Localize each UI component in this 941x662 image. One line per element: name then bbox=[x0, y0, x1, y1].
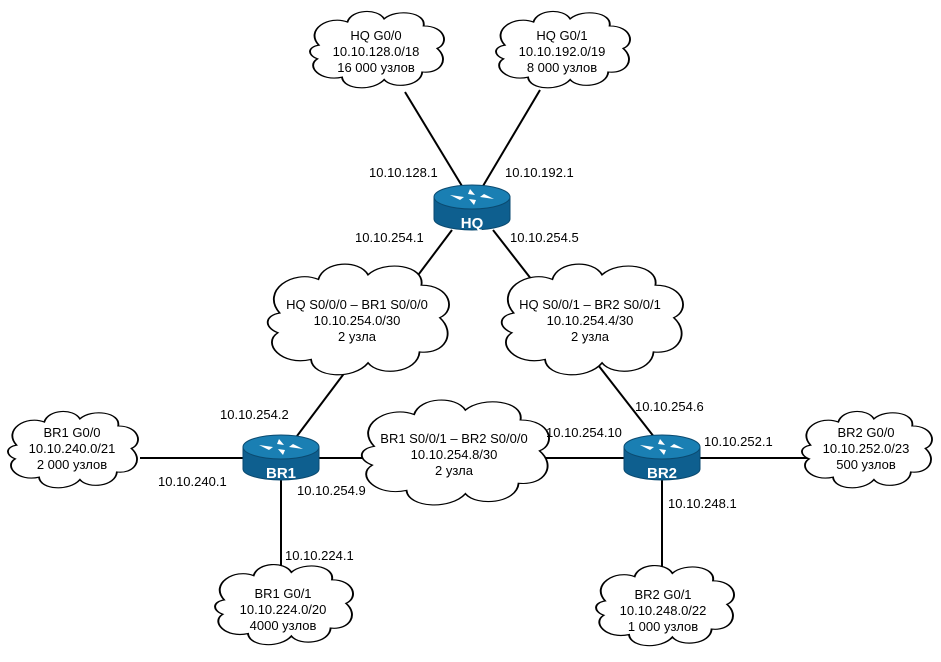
net-br1-g00-name: BR1 G0/0 bbox=[43, 425, 100, 440]
ip-hq-s000: 10.10.254.1 bbox=[355, 230, 424, 245]
router-icon bbox=[623, 434, 701, 481]
net-br1-g01-subnet: 10.10.224.0/20 bbox=[240, 602, 327, 617]
router-br2[interactable]: BR2 bbox=[623, 434, 701, 482]
net-br1-br2-subnet: 10.10.254.8/30 bbox=[411, 447, 498, 462]
ip-br1-s000: 10.10.254.2 bbox=[220, 407, 289, 422]
net-hq-g00-name: HQ G0/0 bbox=[350, 28, 401, 43]
net-hq-br1-subnet: 10.10.254.0/30 bbox=[314, 313, 401, 328]
router-hq-label: HQ bbox=[461, 215, 484, 232]
router-br1-label: BR1 bbox=[266, 465, 296, 482]
net-br2-g01-hosts: 1 000 узлов bbox=[628, 619, 698, 634]
net-br2-g00-hosts: 500 узлов bbox=[836, 457, 896, 472]
net-hq-br2-subnet: 10.10.254.4/30 bbox=[547, 313, 634, 328]
net-br1-g01-name: BR1 G0/1 bbox=[254, 586, 311, 601]
ip-br2-g01: 10.10.248.1 bbox=[668, 496, 737, 511]
net-hq-g01-name: HQ G0/1 bbox=[536, 28, 587, 43]
ip-br1-s001: 10.10.254.9 bbox=[297, 483, 366, 498]
net-br2-g00-name: BR2 G0/0 bbox=[837, 425, 894, 440]
ip-br2-s000: 10.10.254.10 bbox=[546, 425, 622, 440]
net-br1-g00-hosts: 2 000 узлов bbox=[37, 457, 107, 472]
ip-hq-g00: 10.10.128.1 bbox=[369, 165, 438, 180]
net-hq-g01-hosts: 8 000 узлов bbox=[527, 60, 597, 75]
ip-br2-s001: 10.10.254.6 bbox=[635, 399, 704, 414]
net-hq-g00-subnet: 10.10.128.0/18 bbox=[333, 44, 420, 59]
link-hq-hq-g00 bbox=[404, 91, 463, 187]
net-hq-br2-hosts: 2 узла bbox=[571, 329, 610, 344]
net-br1-br2-name: BR1 S0/0/1 – BR2 S0/0/0 bbox=[380, 431, 527, 446]
net-hq-br1-name: HQ S0/0/0 – BR1 S0/0/0 bbox=[286, 297, 428, 312]
net-hq-g00-hosts: 16 000 узлов bbox=[337, 60, 415, 75]
ip-hq-g01: 10.10.192.1 bbox=[505, 165, 574, 180]
net-br1-g00-subnet: 10.10.240.0/21 bbox=[29, 441, 116, 456]
net-br1-br2-hosts: 2 узла bbox=[435, 463, 474, 478]
net-br2-g00-subnet: 10.10.252.0/23 bbox=[823, 441, 910, 456]
router-icon bbox=[433, 184, 511, 231]
net-hq-g01-subnet: 10.10.192.0/19 bbox=[519, 44, 606, 59]
router-br2-label: BR2 bbox=[647, 465, 677, 482]
ip-br1-g01: 10.10.224.1 bbox=[285, 548, 354, 563]
ip-br1-g00: 10.10.240.1 bbox=[158, 474, 227, 489]
ip-hq-s001: 10.10.254.5 bbox=[510, 230, 579, 245]
net-hq-br2-name: HQ S0/0/1 – BR2 S0/0/1 bbox=[519, 297, 661, 312]
net-hq-br1-hosts: 2 узла bbox=[338, 329, 377, 344]
link-hq-hq-g01 bbox=[482, 89, 541, 187]
net-br2-g01-name: BR2 G0/1 bbox=[634, 587, 691, 602]
ip-br2-g00: 10.10.252.1 bbox=[704, 434, 773, 449]
net-br1-g01-hosts: 4000 узлов bbox=[250, 618, 317, 633]
router-hq[interactable]: HQ bbox=[433, 184, 511, 232]
router-br1[interactable]: BR1 bbox=[242, 434, 320, 482]
router-icon bbox=[242, 434, 320, 481]
net-br2-g01-subnet: 10.10.248.0/22 bbox=[620, 603, 707, 618]
